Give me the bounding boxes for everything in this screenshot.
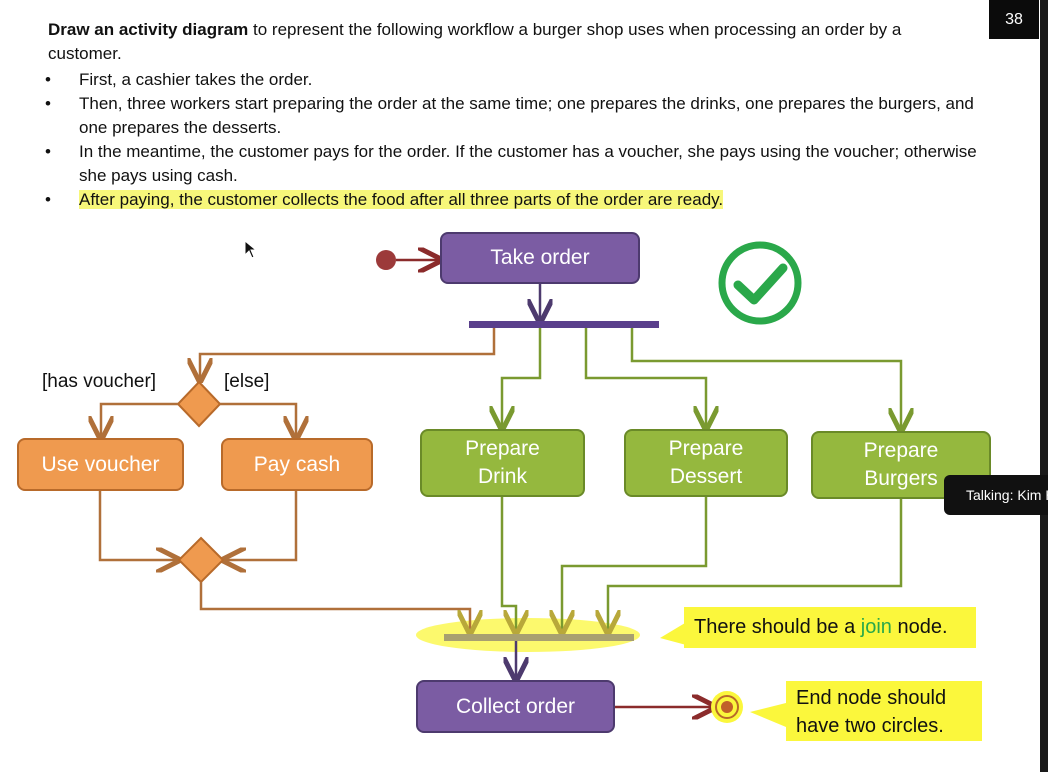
collect-order-node: Collect order — [416, 680, 615, 733]
edge-fork-burgers — [630, 328, 901, 428]
merge-node — [177, 536, 225, 584]
edge-decision-cash — [220, 402, 296, 436]
end-note-line1: End node should — [796, 687, 947, 709]
edge-drink-join — [500, 497, 516, 630]
end-node-inner — [721, 701, 733, 713]
prepare-drink-line2: Drink — [477, 465, 527, 488]
instructions: Draw an activity diagram to represent th… — [45, 18, 978, 212]
edge-cash-merge — [226, 491, 298, 560]
edge-merge-join — [199, 582, 470, 630]
talking-indicator: Talking: Kim H — [944, 475, 1048, 515]
bullet-2: Then, three workers start preparing the … — [45, 92, 978, 140]
intro-rest: to represent the following workflow a bu… — [48, 20, 902, 63]
join-bar — [444, 634, 634, 641]
checkmark-icon — [718, 241, 802, 325]
guard-has-voucher: [has voucher] — [42, 371, 157, 392]
bullet-3: In the meantime, the customer pays for t… — [45, 140, 978, 188]
edge-fork-dessert — [584, 328, 706, 426]
edge-fork-drink — [502, 328, 542, 426]
join-note-word: join — [860, 616, 892, 638]
decision-node — [176, 380, 222, 428]
prepare-dessert-line2: Dessert — [669, 465, 743, 488]
edge-dessert-join — [562, 497, 708, 630]
join-note-before: There should be a — [694, 616, 861, 638]
prepare-drink-node: Prepare Drink — [420, 429, 585, 497]
page-number: 38 — [989, 0, 1039, 39]
use-voucher-node: Use voucher — [17, 438, 184, 491]
bullet-1: First, a cashier takes the order. — [45, 68, 978, 92]
prepare-burgers-line1: Prepare — [863, 439, 939, 462]
bullet-list: First, a cashier takes the order. Then, … — [45, 68, 978, 212]
join-note: There should be a join node. — [684, 607, 976, 648]
pay-cash-node: Pay cash — [221, 438, 373, 491]
edge-voucher-merge — [98, 491, 176, 560]
intro-bold: Draw an activity diagram — [48, 20, 249, 39]
intro-paragraph: Draw an activity diagram to represent th… — [48, 18, 978, 66]
initial-node — [376, 250, 396, 270]
mouse-cursor-icon — [244, 240, 258, 259]
fork-bar — [469, 321, 659, 328]
prepare-drink-line1: Prepare — [465, 437, 540, 460]
bullet-4-highlight: After paying, the customer collects the … — [79, 190, 724, 209]
bullet-4: After paying, the customer collects the … — [45, 188, 978, 212]
end-note: End node should have two circles. — [786, 681, 982, 741]
join-note-after: node. — [891, 616, 948, 638]
prepare-burgers-line2: Burgers — [864, 467, 938, 490]
end-node-outer — [715, 695, 739, 719]
take-order-node: Take order — [440, 232, 640, 284]
end-note-line2: have two circles. — [796, 715, 944, 737]
edge-burgers-join — [608, 497, 903, 630]
edge-fork-decision — [200, 328, 496, 378]
window-edge — [1040, 0, 1048, 772]
prepare-dessert-line1: Prepare — [668, 437, 744, 460]
join-note-pointer — [660, 620, 690, 646]
edge-decision-voucher — [101, 402, 178, 436]
prepare-dessert-node: Prepare Dessert — [624, 429, 788, 497]
guard-else: [else] — [224, 371, 270, 392]
